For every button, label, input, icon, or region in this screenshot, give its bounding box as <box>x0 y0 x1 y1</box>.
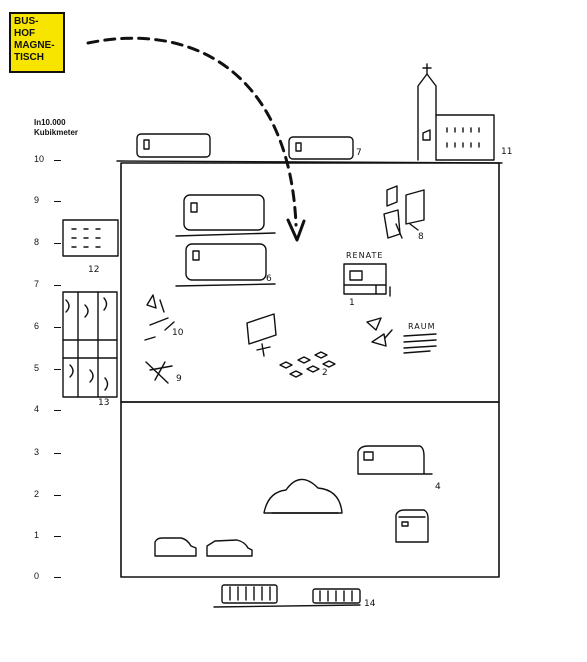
label-4: 4 <box>435 482 441 492</box>
tick-upper-10: 10 <box>34 154 61 164</box>
shelf-stack <box>62 291 118 398</box>
tick-upper-8: 8 <box>34 237 61 247</box>
small-van <box>395 509 429 543</box>
tick-upper-9: 9 <box>34 195 61 205</box>
label-11: 11 <box>501 147 513 157</box>
crowd-figures <box>279 351 336 378</box>
raum-stack <box>403 333 437 354</box>
badge-line-2: HOF <box>14 28 36 39</box>
inner-bus-upper <box>175 194 276 237</box>
roof-bus-right <box>288 136 354 160</box>
label-6: 6 <box>266 274 272 284</box>
renate-stand <box>343 263 391 297</box>
label-14: 14 <box>364 599 376 609</box>
tick-lower-2: 2 <box>34 489 61 499</box>
hearse-vehicle <box>357 445 433 475</box>
unit-line-2: Kubikmeter <box>34 128 79 137</box>
arrowhead-icon <box>286 218 306 242</box>
car-left <box>154 537 197 557</box>
renate-sign-text: RENATE <box>346 251 384 260</box>
window-panel <box>62 219 119 257</box>
raum-sign-text: RAUM <box>408 322 436 331</box>
tick-upper-7: 7 <box>34 279 61 289</box>
top-ground-line <box>116 160 503 164</box>
label-9: 9 <box>176 374 182 384</box>
tick-upper-6: 6 <box>34 321 61 331</box>
tick-upper-4: 4 <box>34 404 61 414</box>
label-8: 8 <box>418 232 424 242</box>
badge-line-1: BUS- <box>14 16 39 27</box>
tick-lower-3: 3 <box>34 447 61 457</box>
label-12: 12 <box>88 265 100 275</box>
car-middle <box>206 539 253 557</box>
small-items-cluster <box>144 294 175 341</box>
furniture-group <box>383 185 425 239</box>
screen-display <box>246 313 277 357</box>
unit-line-1: In10.000 <box>34 118 66 127</box>
axis-unit-label: In10.000 Kubikmeter <box>34 118 78 138</box>
label-13: 13 <box>98 398 110 408</box>
bottom-bus-pair <box>213 584 361 608</box>
tick-lower-1: 1 <box>34 530 61 540</box>
inner-bus-lower <box>175 243 276 287</box>
lower-container <box>120 401 500 578</box>
label-1: 1 <box>349 298 355 308</box>
label-10: 10 <box>172 328 184 338</box>
badge-line-3: MAGNE- <box>14 40 55 51</box>
roof-bus-left <box>136 133 211 158</box>
upper-container <box>120 162 500 403</box>
triangle-props <box>366 317 393 347</box>
label-2: 2 <box>322 368 328 378</box>
tick-lower-0: 0 <box>34 571 61 581</box>
label-7: 7 <box>356 148 362 158</box>
tick-upper-5: 5 <box>34 363 61 373</box>
crossed-items <box>145 361 173 384</box>
badge-line-4: TISCH <box>14 52 44 63</box>
bushof-title-badge: BUS- HOF MAGNE- TISCH <box>9 12 65 73</box>
dome-shelter <box>263 478 343 514</box>
dashed-arrow <box>86 36 298 227</box>
church-building <box>417 63 495 161</box>
